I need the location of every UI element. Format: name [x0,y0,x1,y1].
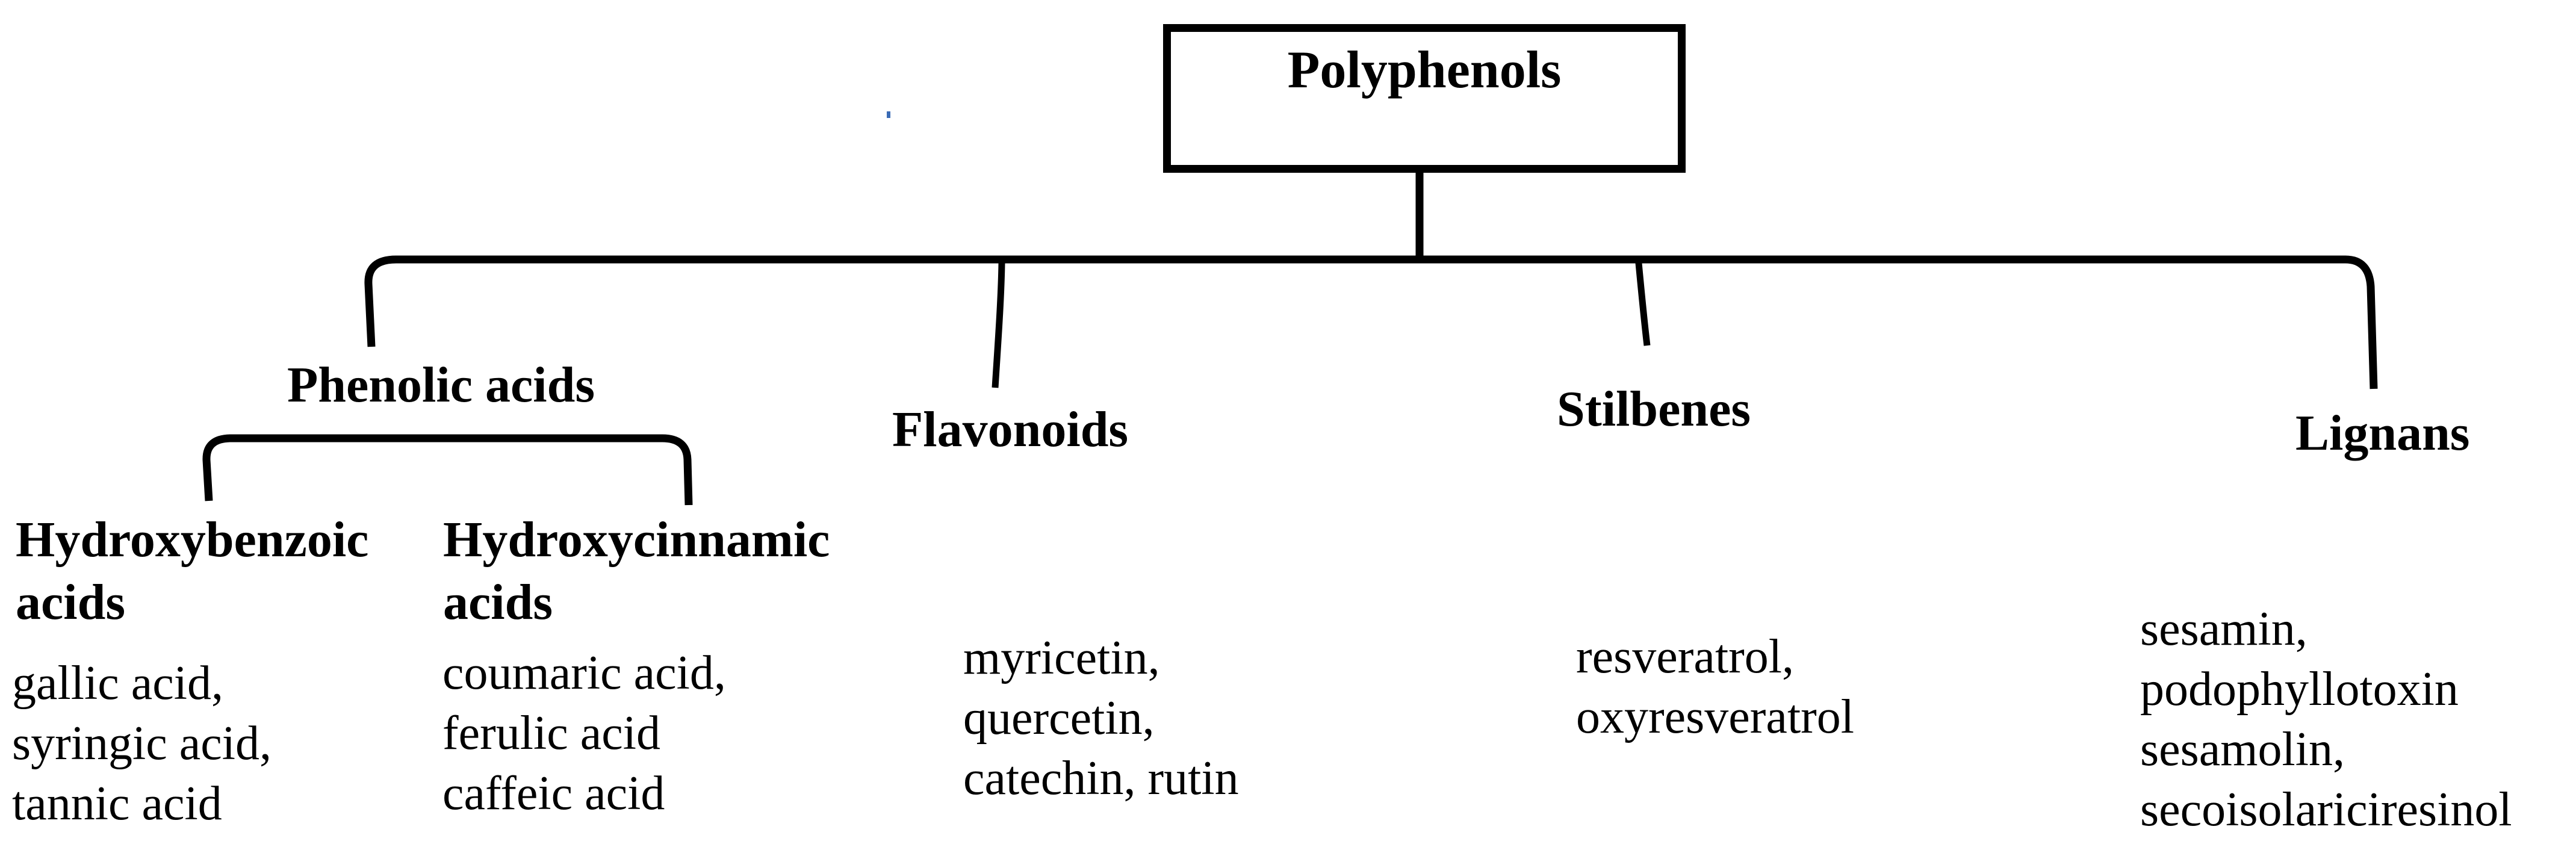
subgroup-label-line: acids [443,574,553,630]
compound-item: caffeic acid [442,767,665,820]
compound-item: sesamin, [2140,603,2308,656]
stilbenes-drop-line [1635,262,1651,346]
items-hydroxybenzoic: gallic acid, syringic acid, tannic acid [12,653,272,834]
compound-item: oxyresveratrol [1576,690,1855,743]
compound-item: podophyllotoxin [2140,663,2459,716]
items-flavonoids: myricetin, quercetin, catechin, rutin [963,628,1239,808]
compound-item: coumaric acid, [442,647,726,700]
items-lignans: sesamin, podophyllotoxin sesamolin, seco… [2140,599,2512,840]
compound-item: ferulic acid [442,707,660,760]
subgroup-label-line: Hydroxybenzoic [16,512,369,568]
branch-label-flavonoids: Flavonoids [892,402,1129,458]
compound-item: resveratrol, [1576,630,1795,683]
root-node-label: Polyphenols [1287,41,1562,99]
compound-item: gallic acid, [12,657,223,710]
compound-item: sesamolin, [2140,723,2345,776]
subgroup-label-hydroxycinnamic-acids: Hydroxycinnamic acids [443,509,830,634]
branch-label-lignans: Lignans [2295,405,2470,461]
root-node-box: Polyphenols [1163,24,1686,173]
subgroup-label-hydroxybenzoic-acids: Hydroxybenzoic acids [16,509,368,634]
main-bracket-line [364,255,2378,389]
compound-item: syringic acid, [12,717,272,770]
branch-label-phenolic-acids: Phenolic acids [287,357,595,413]
compound-item: myricetin, [963,631,1160,684]
items-hydroxycinnamic: coumaric acid, ferulic acid caffeic acid [442,643,726,824]
compound-item: secoisolariciresinol [2140,783,2512,836]
phenolic-sub-bracket-line [202,434,693,506]
compound-item: quercetin, [963,692,1155,745]
compound-item: tannic acid [12,777,222,830]
subgroup-label-line: Hydroxycinnamic [443,512,830,568]
flavonoids-drop-line [992,262,1005,388]
items-stilbenes: resveratrol, oxyresveratrol [1576,627,1854,747]
compound-item: catechin, rutin [963,752,1239,805]
branch-label-stilbenes: Stilbenes [1557,381,1751,437]
blue-artifact-tick [887,111,890,118]
subgroup-label-line: acids [16,574,126,630]
